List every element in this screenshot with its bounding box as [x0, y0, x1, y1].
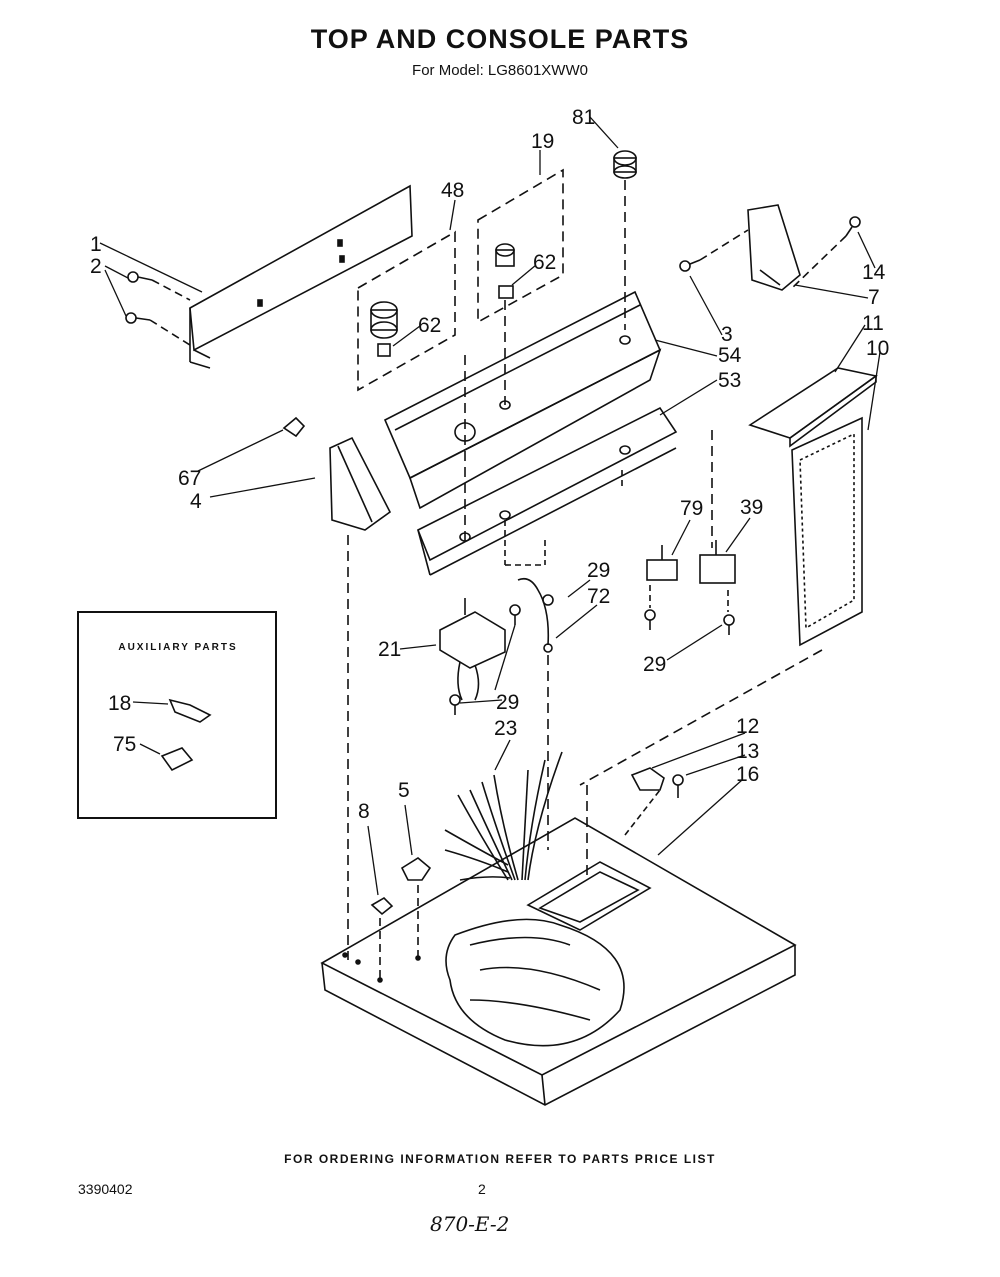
- console-54-part: [383, 290, 662, 510]
- switch-39-part: [699, 540, 736, 584]
- callout-13: 13: [736, 740, 759, 763]
- screw-29-b-part: [509, 604, 521, 625]
- callout-81: 81: [572, 106, 595, 129]
- screw-13-part: [672, 774, 684, 798]
- panel-53-part: [416, 406, 678, 576]
- callout-54: 54: [718, 344, 742, 367]
- auxiliary-parts-box: [77, 611, 277, 819]
- screw-3-part: [679, 259, 701, 272]
- callout-62-a: 62: [533, 251, 556, 274]
- screw-2a-part: [127, 271, 153, 283]
- callout-14: 14: [862, 261, 886, 284]
- knob-81-part: [613, 150, 637, 179]
- callout-11: 11: [862, 312, 884, 335]
- callout-21: 21: [378, 638, 401, 661]
- group-48-box: [357, 230, 456, 392]
- bracket-7-part: [747, 204, 801, 291]
- screw-29-d-part: [723, 614, 735, 635]
- switch-79-part: [646, 545, 678, 581]
- clip-12-part: [630, 767, 665, 791]
- ordering-info-note: FOR ORDERING INFORMATION REFER TO PARTS …: [284, 1152, 716, 1166]
- screw-29-c-part: [644, 609, 656, 630]
- rear-bracket-part: [189, 184, 413, 369]
- screw-29-a-part: [449, 694, 461, 715]
- callout-7: 7: [868, 286, 880, 309]
- screw-14-part: [845, 216, 861, 237]
- callout-79: 79: [680, 497, 703, 520]
- callout-29-b: 29: [496, 691, 519, 714]
- callout-1: 1: [90, 233, 102, 256]
- callout-2: 2: [90, 255, 102, 278]
- clip-5-part: [400, 857, 432, 881]
- callout-72: 72: [587, 585, 610, 608]
- clip-67-part: [282, 416, 306, 438]
- top-panel-16-part: [320, 817, 797, 1106]
- callout-4: 4: [190, 490, 202, 513]
- callout-62-b: 62: [418, 314, 441, 337]
- model-subtitle: For Model: LG8601XWW0: [412, 62, 588, 79]
- callout-12: 12: [736, 715, 759, 738]
- aux-callout-75: 75: [113, 733, 136, 756]
- group-19-box: [477, 168, 564, 324]
- callout-53: 53: [718, 369, 741, 392]
- callout-16: 16: [736, 763, 759, 786]
- screw-2b-part: [125, 312, 151, 324]
- callout-19: 19: [531, 130, 554, 153]
- callout-23: 23: [494, 717, 517, 740]
- handwritten-note: 870-E-2: [430, 1212, 510, 1236]
- callout-29-a: 29: [587, 559, 610, 582]
- filter-cover-11-part: [748, 367, 878, 448]
- callout-10: 10: [866, 337, 889, 360]
- harness-23-part: [444, 751, 563, 881]
- lint-screen-10-part: [791, 416, 863, 647]
- page-title: TOP AND CONSOLE PARTS: [310, 24, 690, 54]
- callout-29-c: 29: [643, 653, 666, 676]
- auxiliary-parts-title: AUXILIARY PARTS: [118, 642, 238, 653]
- callout-8: 8: [358, 800, 370, 823]
- callout-67: 67: [178, 467, 201, 490]
- timer-21-part: [439, 598, 506, 701]
- callout-5: 5: [398, 779, 410, 802]
- callout-48: 48: [441, 179, 464, 202]
- aux-callout-18: 18: [108, 692, 131, 715]
- callout-3: 3: [721, 323, 733, 346]
- ground-wire-72-part: [517, 577, 554, 653]
- knob-19-part: [495, 243, 515, 299]
- connector-75-part: [160, 747, 194, 772]
- leader-lines: [99, 116, 881, 896]
- terminal-18-part: [168, 698, 212, 723]
- callout-labels: 81 19 48 1 2 62 62 14 7 3 54 53 11 10 67…: [90, 106, 889, 823]
- end-cap-4-part: [329, 436, 392, 531]
- page-number: 2: [478, 1181, 486, 1197]
- callout-39: 39: [740, 496, 763, 519]
- clip-8-part: [370, 896, 394, 916]
- knob-48-part: [370, 301, 398, 357]
- document-number: 3390402: [78, 1181, 133, 1197]
